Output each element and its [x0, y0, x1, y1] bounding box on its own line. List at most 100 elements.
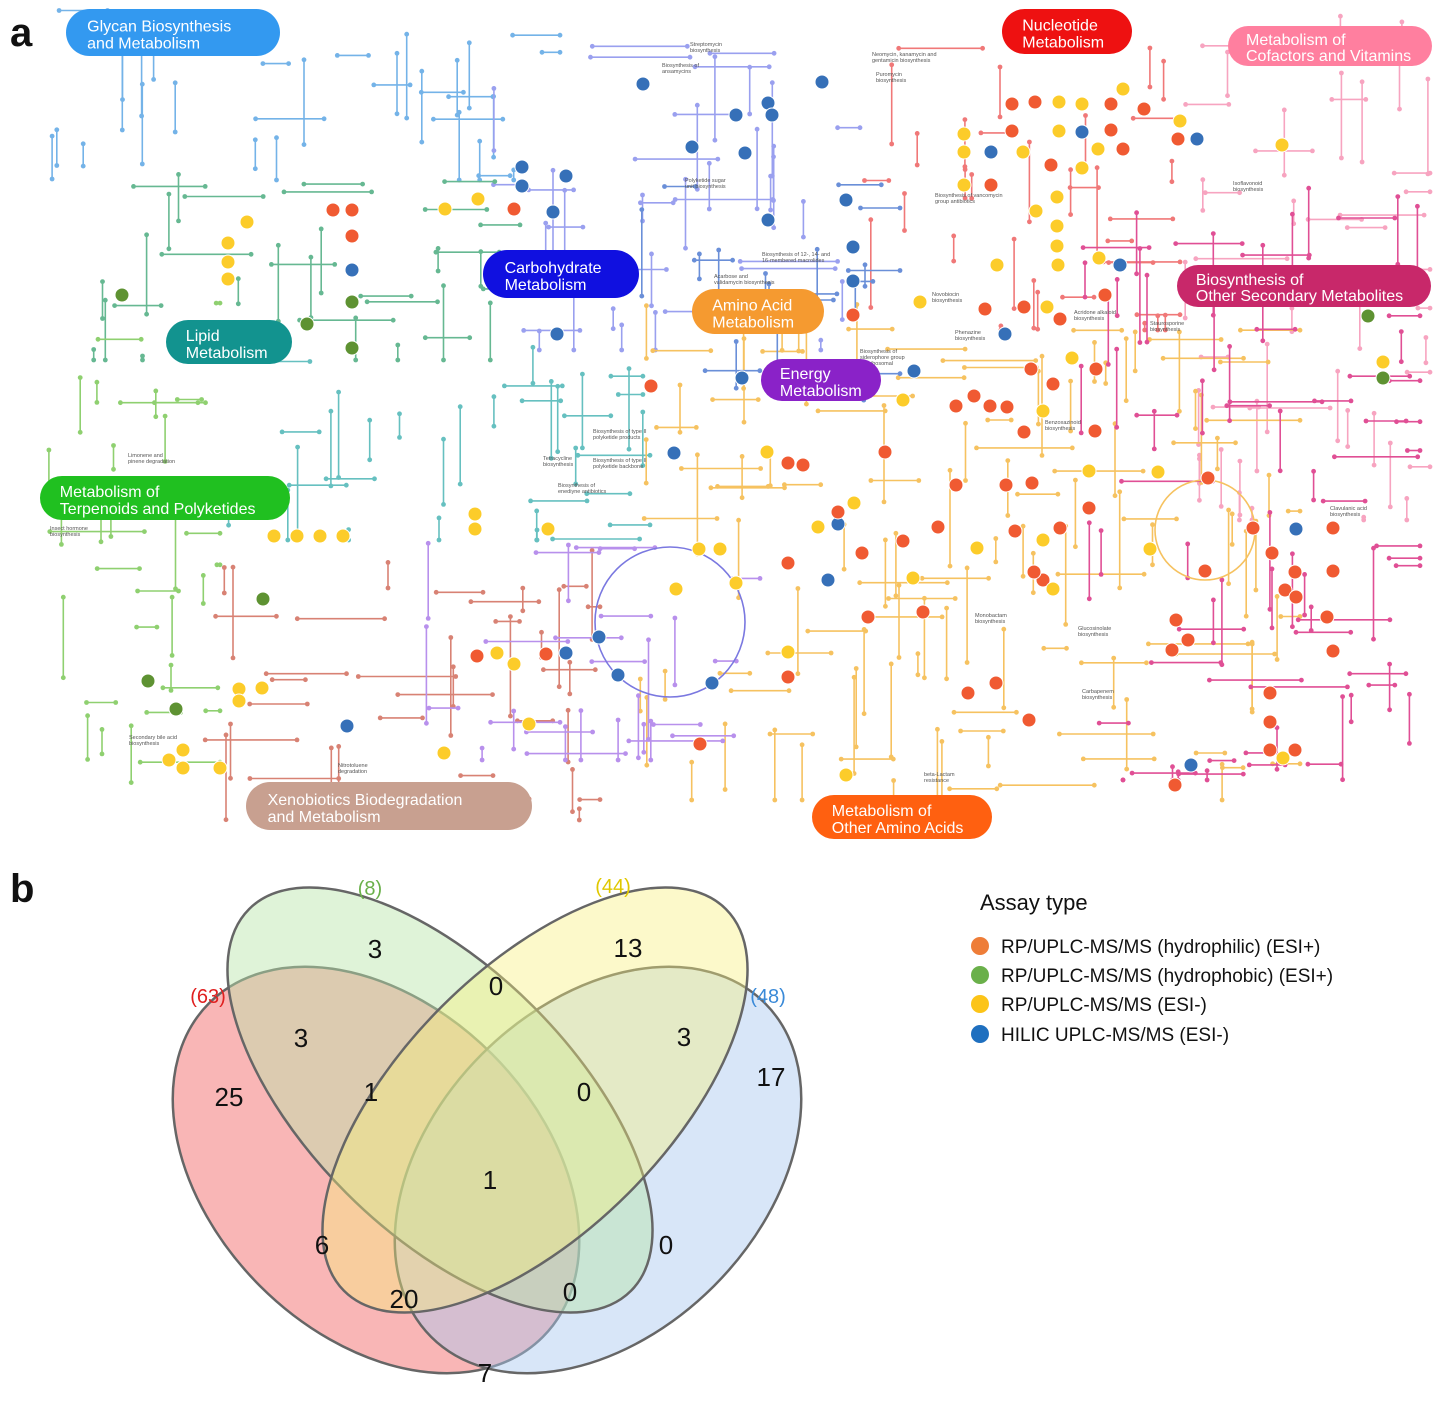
metabolite-node-esi-neg	[521, 716, 537, 732]
pathway-label-line: biosynthesis	[1082, 695, 1113, 701]
pathway-node	[517, 619, 522, 624]
pathway-node	[733, 339, 739, 344]
pathway-label-line: biosynthesis	[50, 532, 81, 538]
pathway-node	[1386, 313, 1392, 319]
pathway-node	[223, 817, 229, 823]
pathway-node	[577, 797, 583, 802]
pathway-node	[922, 675, 927, 681]
pathway-node	[683, 245, 688, 251]
pathway-node	[1362, 498, 1368, 504]
pathway-node	[573, 445, 579, 451]
pathway-node	[737, 259, 743, 264]
pathway-node	[636, 693, 641, 699]
pathway-node	[766, 64, 772, 70]
pathway-node	[607, 522, 613, 528]
metabolite-node-esi-neg	[1172, 113, 1188, 129]
pathway-node	[640, 409, 646, 415]
pathway-node	[419, 139, 425, 145]
pathway-node	[1137, 340, 1143, 345]
pathway-node	[1114, 424, 1120, 430]
pathway-node	[142, 529, 147, 534]
metabolite-node-hydrophilic	[325, 202, 341, 218]
pathway-node	[519, 398, 525, 404]
pathway-node	[596, 550, 602, 555]
pathway-node	[637, 676, 643, 682]
pathway-node	[1274, 766, 1280, 772]
venn-count-all-four: 1	[483, 1165, 497, 1195]
pathway-node	[556, 684, 562, 690]
metabolite-node-hilic	[845, 273, 861, 289]
pathway-node	[1415, 454, 1421, 460]
pathway-node	[550, 536, 555, 542]
pathway-node	[1027, 139, 1032, 145]
pathway-node	[636, 755, 641, 761]
pathway-node	[235, 301, 241, 307]
legend-swatch-hydrophilic	[971, 937, 989, 955]
pathway-node	[1005, 458, 1011, 463]
metabolite-node-esi-neg	[467, 521, 483, 537]
pathway-node	[99, 751, 105, 757]
pathway-node	[323, 476, 329, 482]
pathway-node	[128, 723, 134, 729]
pathway-node	[1387, 707, 1392, 713]
pathway-node	[1227, 418, 1232, 424]
pathway-node	[1160, 355, 1166, 361]
metabolite-node-hydrophilic	[948, 398, 964, 414]
pathway-node	[274, 177, 279, 183]
pathway-node	[853, 744, 859, 750]
category-label-line: Cofactors and Vitamins	[1246, 48, 1411, 65]
pathway-node	[328, 408, 334, 414]
pathway-node	[137, 759, 143, 765]
pathway-label-line: Neomycin, kanamycin and	[872, 52, 937, 58]
pathway-node	[1169, 179, 1175, 185]
metabolite-node-hydrophilic	[998, 477, 1014, 493]
pathway-node	[1092, 340, 1097, 345]
pathway-node	[891, 778, 896, 783]
pathway-node	[566, 598, 571, 604]
venn-region-counts: 25 3 13 17 3 0 3 1 0 1 6 0 20 0 7	[215, 933, 786, 1388]
pathway-node	[367, 417, 373, 423]
pathway-label-line: Isoflavonoid	[1233, 181, 1262, 187]
metabolite-node-esi-neg	[1039, 299, 1055, 315]
pathway-node	[1082, 294, 1088, 300]
pathway-node	[1215, 466, 1220, 472]
pathway-node	[534, 508, 540, 514]
pathway-node	[736, 517, 741, 523]
pathway-node	[741, 419, 747, 425]
category-label-line: and Metabolism	[268, 809, 381, 826]
pathway-node	[169, 653, 175, 658]
pathway-node	[845, 268, 851, 273]
pathway-node	[757, 576, 763, 581]
pathway-node	[539, 49, 545, 55]
pathway-node	[450, 664, 456, 670]
pathway-node	[395, 342, 401, 348]
pathway-node	[279, 429, 285, 435]
pathway-node	[1344, 225, 1350, 231]
pathway-node	[962, 365, 967, 370]
pathway-node	[754, 126, 760, 132]
pathway-node	[1421, 212, 1427, 218]
pathway-node	[1177, 259, 1183, 265]
pathway-label-line: Monobactam	[975, 613, 1007, 619]
pathway-node	[1123, 336, 1129, 341]
pathway-node	[1407, 464, 1413, 470]
pathway-node	[334, 53, 340, 58]
pathway-node	[1403, 189, 1409, 195]
pathway-label-line: Biosynthesis of 12-, 14- and	[762, 252, 830, 258]
pathway-node	[151, 77, 157, 82]
pathway-node	[672, 682, 678, 688]
pathway-node	[112, 303, 117, 308]
metabolite-node-hydrophilic	[1264, 545, 1280, 561]
pathway-node	[153, 414, 159, 420]
metabolite-node-hydrophilic	[1023, 361, 1039, 377]
pathway-node	[343, 482, 349, 488]
metabolite-node-esi-neg	[470, 191, 486, 207]
pathway-node	[1086, 520, 1092, 526]
pathway-node	[95, 336, 101, 342]
pathway-node	[643, 480, 649, 486]
pathway-node	[1264, 429, 1270, 435]
